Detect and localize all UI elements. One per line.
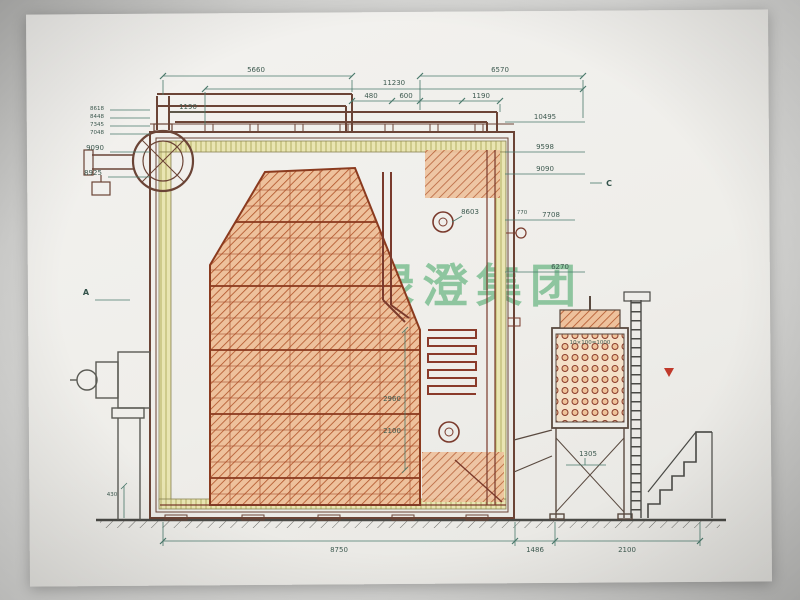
section-marker-c: C: [606, 179, 612, 188]
dim-9598: 9598: [536, 143, 554, 151]
dim-2100-mid: 2100: [383, 427, 401, 435]
dim-600: 600: [399, 92, 412, 100]
dim-1190a: 1190: [472, 92, 490, 100]
dim-8925: 8925: [84, 169, 102, 177]
dim-1190b: 1190: [179, 103, 197, 111]
dim-7345: 7345: [90, 122, 104, 128]
burner-motor: [76, 369, 98, 391]
dimension-labels: 5660 6570 11230 480 600 1190 1190 10495 …: [83, 66, 636, 554]
dim-8618: 8618: [90, 106, 104, 112]
dim-8750: 8750: [330, 546, 348, 554]
steam-piping: [83, 93, 498, 196]
dim-770: 770: [517, 210, 528, 216]
dim-1305: 1305: [579, 450, 597, 458]
dim-top-right: 6570: [491, 66, 509, 74]
dim-8448: 8448: [90, 114, 104, 120]
hopper-slope: [454, 459, 503, 503]
feed-pipe: [92, 154, 134, 170]
economizer: [513, 296, 633, 520]
dim-2100-bottom: 2100: [618, 546, 636, 554]
side-bracket: [507, 317, 521, 327]
lower-manhole: [438, 421, 460, 443]
dim-480: 480: [364, 92, 377, 100]
econ-pitch-note: 10×100=1000: [570, 340, 611, 346]
dim-top-left: 5660: [247, 66, 265, 74]
economizer-bracing: [555, 437, 625, 513]
upper-manhole: [432, 211, 454, 233]
stairs: [647, 431, 712, 518]
downcomer-pipes: [382, 172, 410, 323]
furnace-buckstays: [210, 221, 420, 479]
dim-1486: 1486: [526, 546, 544, 554]
furnace: [209, 166, 421, 506]
side-fitting: [515, 227, 527, 239]
stair-handrail: [647, 431, 712, 493]
dim-top-full: 11230: [383, 79, 405, 87]
superheater-coil: [427, 329, 477, 395]
dim-9090-right: 9090: [536, 165, 554, 173]
ladder: [630, 300, 642, 518]
dimensions: [95, 72, 704, 546]
dim-10495: 10495: [534, 113, 556, 121]
valve-body: [91, 181, 111, 196]
convection-pass: [160, 150, 527, 506]
dim-6270: 6270: [551, 263, 569, 271]
level-marker-icon: [664, 368, 674, 377]
dim-9090-left: 9090: [86, 144, 104, 152]
ground: [96, 518, 726, 528]
dim-7708: 7708: [542, 211, 560, 219]
ladder-platform: [623, 291, 651, 302]
flue-duct: [513, 429, 553, 473]
section-marker-a: A: [83, 288, 90, 297]
dim-2960: 2960: [383, 395, 401, 403]
access-structures: [623, 291, 713, 518]
burner-assembly: [70, 351, 151, 520]
dim-8603: 8603: [461, 208, 479, 216]
dim-7048: 7048: [90, 130, 104, 136]
economizer-header: [559, 309, 621, 329]
dim-430: 430: [107, 492, 118, 498]
